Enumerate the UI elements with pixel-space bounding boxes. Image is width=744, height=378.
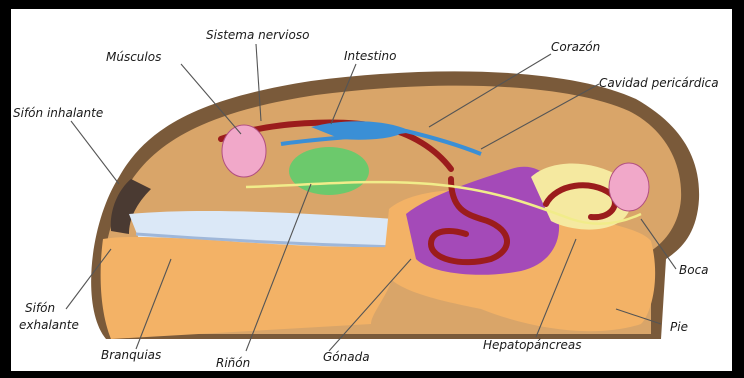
label-rinon: Riñón	[216, 356, 250, 370]
label-intestino: Intestino	[344, 49, 396, 63]
foot	[101, 237, 395, 339]
label-sistema-nervioso: Sistema nervioso	[206, 28, 309, 42]
label-sifon-exhalante-1: Sifón	[25, 301, 55, 315]
label-branquias: Branquias	[101, 348, 161, 362]
anterior-muscle	[222, 125, 266, 177]
label-gonada: Gónada	[323, 350, 370, 364]
kidney	[289, 147, 369, 195]
label-cavidad-pericardica: Cavidad pericárdica	[599, 76, 719, 90]
label-sifon-inhalante: Sifón inhalante	[13, 106, 103, 120]
diagram-canvas: Sistema nervioso Músculos Intestino Cora…	[11, 9, 732, 371]
posterior-muscle	[609, 163, 649, 211]
label-corazon: Corazón	[551, 40, 600, 54]
bivalve-anatomy-diagram: Sistema nervioso Músculos Intestino Cora…	[11, 9, 732, 371]
label-musculos: Músculos	[106, 50, 161, 64]
label-sifon-exhalante-2: exhalante	[19, 318, 79, 332]
label-hepatopancreas: Hepatopáncreas	[483, 338, 582, 352]
label-pie: Pie	[670, 320, 688, 334]
label-boca: Boca	[679, 263, 709, 277]
